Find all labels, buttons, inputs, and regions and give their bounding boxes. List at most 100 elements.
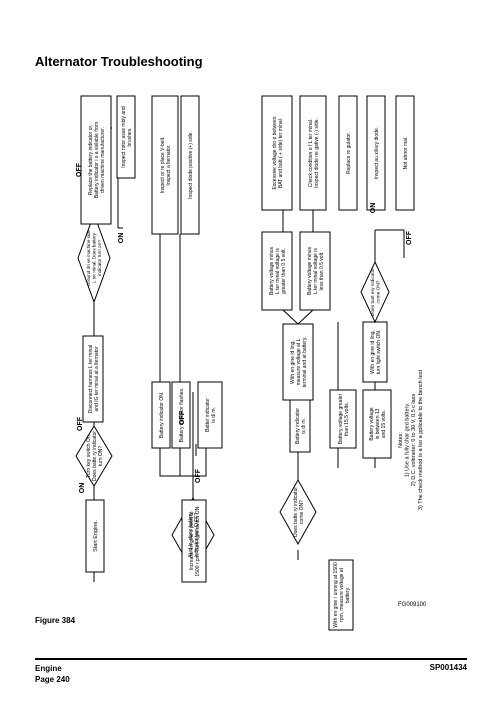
start-text: Start Engine. (93, 520, 99, 552)
d4-text-line: Does batt ery indicator (370, 268, 376, 316)
bv_minus_gt-text-line: L ter minal voltage is (275, 248, 281, 294)
replace_batt-box (80, 95, 112, 225)
replace_batt-text-line: driven machine manufacturer. (100, 127, 106, 193)
idling_light-text-line: turn light switch ON. (376, 330, 382, 375)
connector-line (159, 448, 193, 477)
branch-label-on: ON (79, 483, 86, 494)
bv_greater-box (329, 389, 357, 449)
disconnect-box (82, 335, 104, 423)
inspect_diode_pos-box (180, 95, 200, 235)
measure1500-text-line: rpm, measure voltage at (339, 567, 345, 622)
replace_reg-box (338, 95, 358, 211)
bi_dim1-text-line: is di m. (211, 407, 217, 423)
ground-text-line: Ground dri ve machine side (86, 229, 91, 286)
d1-diamond (75, 425, 113, 487)
increase-text-line: Increase en gine s peed to (189, 511, 195, 570)
bv_minus_lt-text-line: less than 0.5 volt. (319, 252, 325, 291)
excessive-text-line: Excessive voltage dro p between (272, 116, 278, 189)
replace_batt-text-line: Replace the battery indicator or, (88, 125, 94, 196)
d1-text-line: Turn key switch On. (86, 434, 92, 478)
d1-text: Turn key switch On.Does batte ry indicat… (86, 431, 104, 481)
ground-text-line: indicator turn on? (97, 240, 102, 276)
measure_lterm-text-line: measure voltage at L (296, 338, 302, 385)
bv_minus_lt-text-line: L ter minal voltage is (313, 248, 319, 294)
connector-line (179, 448, 193, 477)
inspect_brush-text-line: Inspect rotor asse mbly and (121, 106, 127, 168)
measure1500-text-line: With en gine r unning at 1500 (333, 562, 339, 628)
connector-line (193, 448, 207, 477)
branch-label-off: OFF (76, 162, 83, 177)
d4-text-line: come ON? (376, 280, 382, 303)
excessive-text-line: BAT and batt ( + side) ter minal. (278, 118, 284, 188)
inspect_diode_pos-text-line: Inspect diode positive (+) side. (188, 131, 194, 199)
branch-label-off: OFF (179, 410, 186, 425)
bv_greater-text-line: Battery voltage greater (338, 393, 344, 444)
notes-text-line: 2) D.C. voltmeter: 0 to 30 V, 0.5 c lass (411, 394, 417, 487)
idling_light-text: With en gine id ling,turn light switch O… (370, 330, 382, 375)
footer-doc-id: SP001434 (429, 663, 467, 672)
start-box (85, 499, 105, 573)
d4-diamond (360, 260, 390, 324)
inspect_aux-text-line: Inspect au xiliary diode. (374, 127, 380, 179)
increase-text-line: 1500 r.pm. Turn light switch ON. (195, 505, 201, 576)
d2-text-line: At id le, does battery (188, 512, 194, 558)
replace_reg-text-line: Replace re gulator. (346, 132, 352, 174)
flowchart-text: Turn key switch On. Does batte ry indicat… (76, 106, 424, 628)
check_cond-text-line: Inspect diode ne gative (-) side. (314, 118, 320, 188)
connector-line (375, 229, 405, 258)
measure1500-text-line: battery. (345, 587, 351, 603)
figure-label: Figure 384 (35, 616, 76, 625)
inspect_vbelt-text: Inspect or re place V-belt.Inspect a lte… (160, 137, 172, 194)
measure_lterm-text-line: With en gine id ling, (290, 340, 296, 384)
bv_minus_lt-text-line: Battery voltage minus (307, 246, 313, 295)
d1-text-line: turn ON? (98, 446, 104, 467)
measure_lterm-text: With en gine id ling,measure voltage at … (290, 337, 308, 388)
ground-diamond (77, 212, 111, 304)
page-title: Alternator Troubleshooting (35, 54, 203, 69)
replace_reg-text: Replace re gulator. (346, 132, 352, 174)
bi_dim1-box (197, 381, 223, 449)
check_cond-box (299, 95, 327, 211)
bv_minus_lt-box (299, 231, 331, 311)
idling_light-text-line: With en gine id ling, (370, 330, 376, 374)
d3-text-line: Does batte ry indicator (293, 487, 299, 537)
bv_minus_gt-text-line: Battery voltage minus (269, 246, 275, 295)
inspect_brush-box (116, 95, 136, 179)
replace_batt-text: Replace the battery indicator or,Battery… (88, 122, 106, 198)
measure1500-box (328, 559, 354, 631)
branch-label-off: OFF (406, 230, 413, 245)
measure_lterm-text-line: terminal and at battery. (302, 337, 308, 388)
bi_dim1-text-line: Batter indicator (205, 398, 211, 432)
bv_minus_gt-text-line: greater than 0.5 volt. (281, 248, 287, 294)
branch-label-on: ON (370, 203, 377, 214)
bi_flash-box (171, 381, 191, 449)
inspect_diode_pos-text: Inspect diode positive (+) side. (188, 131, 194, 199)
bi_flash-text-line: Battery indicator flashes. (179, 388, 185, 443)
bv_between-text-line: and 15 volts. (381, 410, 387, 438)
inspect_aux-box (366, 95, 386, 211)
footer-rule (35, 658, 467, 660)
increase-box (181, 499, 207, 583)
inspect_aux-text: Inspect au xiliary diode. (374, 127, 380, 179)
bv_minus_gt-box (261, 231, 293, 311)
inspect_vbelt-box (151, 95, 179, 235)
bi_dim2-text-line: is di m. (301, 418, 307, 434)
bi_on-text: Battery indicator ON. (159, 392, 165, 438)
start-text-line: Start Engine. (93, 520, 99, 552)
branch-label-off: OFF (195, 468, 202, 483)
inspect_vbelt-text-line: Inspect or re place V-belt. (160, 137, 166, 194)
bi_on-box (151, 381, 171, 449)
bv_between-text-line: Battery voltage (369, 407, 375, 441)
notes-text-line: Notes: (398, 432, 404, 448)
ground-text-line: L ter minal. Does battery (92, 232, 97, 283)
d3-text-line: come ON? (299, 500, 305, 524)
